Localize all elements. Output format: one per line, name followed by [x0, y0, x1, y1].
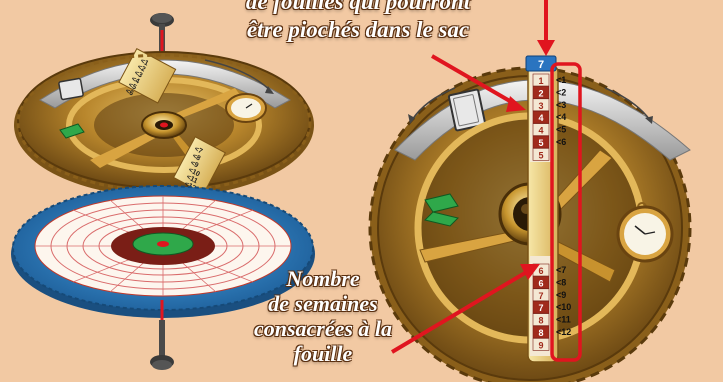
- dial-number: 2: [538, 88, 543, 98]
- caption-bottom-line: Nombre: [286, 266, 360, 291]
- dial-limit-label: <6: [556, 137, 566, 147]
- left-lower-strip-label: <8: [191, 153, 201, 163]
- dial-limit-label: <1: [556, 75, 566, 85]
- upper-left-numbers: 1 2 3 4 4 5 5: [532, 73, 550, 161]
- bottom-knob: [150, 320, 174, 370]
- dial-limit-label: <2: [556, 87, 566, 97]
- left-lower-strip-label: <10: [187, 167, 201, 179]
- caption-bottom-line: fouille: [293, 341, 353, 366]
- dial-number: 8: [538, 328, 543, 338]
- dial-limit-label: <9: [556, 290, 566, 300]
- dial-limit-label: <5: [556, 125, 566, 135]
- dial-number-cell: [532, 338, 550, 351]
- left-top-dial: <1 <2 <3 <4 <5 <6 <7 <8 <9 <10 <11 <12: [14, 48, 314, 197]
- lower-right-labels: <7 <8 <9 <10 <11 <12: [556, 265, 571, 337]
- dial-number-cell: [532, 325, 550, 339]
- caption-bottom-line: consacrées à la: [253, 316, 393, 341]
- dial-number: 6: [538, 266, 543, 276]
- annotation-arrows: [390, 0, 555, 354]
- left-strip-label: <2: [136, 64, 146, 74]
- left-strip-label: <6: [124, 88, 134, 98]
- dial-number: 5: [538, 150, 543, 160]
- dial-limit-label: <7: [556, 265, 566, 275]
- dial-number-cell: [532, 110, 550, 124]
- left-strip-label: <3: [133, 70, 143, 80]
- dial-number: 8: [538, 316, 543, 326]
- dial-number: 4: [538, 126, 543, 136]
- dial-limit-label: <12: [556, 327, 571, 337]
- caption-top-line: de fouilles qui pourront: [245, 0, 471, 14]
- dial-number: 6: [538, 278, 543, 288]
- pocket-watch-icon: [616, 202, 674, 263]
- dial-limit-label: <11: [556, 315, 571, 325]
- right-assembled-dial: 7: [368, 55, 692, 382]
- dial-number-cell: [532, 135, 550, 149]
- left-strip-label: <5: [127, 82, 137, 92]
- dial-number: 7: [538, 291, 543, 301]
- dial-number-cell: [532, 313, 550, 326]
- dial-number: 5: [538, 138, 543, 148]
- highlight-frame: [550, 62, 582, 362]
- dial-number-cell: [532, 86, 550, 99]
- dial-number: 3: [538, 101, 543, 111]
- dial-limit-label: <4: [556, 112, 566, 122]
- left-lower-strip-label: <7: [193, 146, 203, 156]
- book-icon: [58, 77, 84, 101]
- book-icon: [447, 88, 487, 132]
- dial-number-cell: [532, 123, 550, 136]
- dial-number: 4: [538, 113, 543, 123]
- left-strip-label: <1: [139, 58, 149, 68]
- dial-number: 9: [538, 340, 543, 350]
- dial-number-cell: [532, 276, 550, 289]
- top-badge-number: 7: [538, 59, 544, 71]
- dial-limit-label: <3: [556, 100, 566, 110]
- caption-bottom: Nombre de semaines consacrées à la fouil…: [248, 266, 398, 366]
- dial-number-cell: [532, 98, 550, 112]
- dial-number: 1: [538, 76, 543, 86]
- left-lower-strip-label: <9: [189, 160, 199, 170]
- caption-top: de fouilles qui pourront être piochés da…: [178, 0, 538, 44]
- dial-limit-label: <8: [556, 277, 566, 287]
- dial-number-cell: [532, 148, 550, 161]
- left-lower-strip-label: <11: [185, 174, 199, 186]
- dial-limit-label: <10: [556, 302, 571, 312]
- caption-bottom-line: de semaines: [268, 291, 378, 316]
- dial-number-cell: [532, 300, 550, 314]
- dial-number-cell: [532, 288, 550, 302]
- lower-left-numbers: 6 6 7 7 8 8 9: [532, 263, 550, 351]
- dial-number-cell: [532, 73, 550, 87]
- left-bottom-disc: [11, 185, 315, 318]
- caption-top-line: être piochés dans le sac: [246, 17, 470, 42]
- dial-number: 7: [538, 303, 543, 313]
- pocket-watch-icon: [225, 93, 267, 123]
- upper-right-labels: <1 <2 <3 <4 <5 <6: [556, 75, 566, 147]
- left-strip-label: <4: [130, 76, 140, 86]
